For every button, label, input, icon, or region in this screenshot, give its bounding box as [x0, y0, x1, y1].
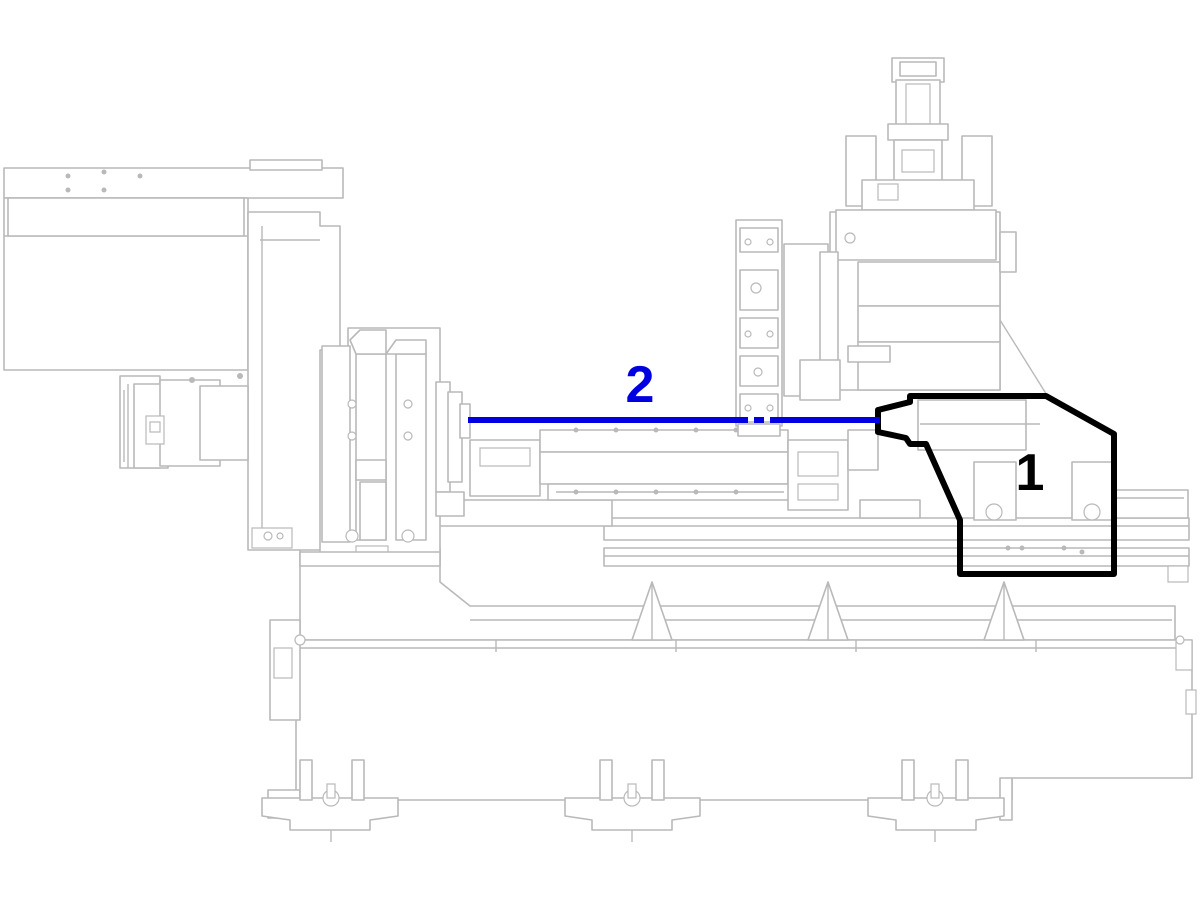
carriage	[435, 427, 921, 527]
machine-base	[267, 547, 1197, 821]
callout-2-label: 2	[626, 356, 655, 414]
tailstock	[875, 393, 1117, 577]
leveling-foot	[261, 759, 399, 842]
headstock	[3, 159, 471, 567]
tailstock-outline	[875, 393, 1117, 577]
leveling-foot	[564, 759, 701, 842]
chip-guides	[631, 581, 1025, 641]
guide-rails	[603, 489, 1190, 583]
callout-1-label: 1	[1016, 444, 1045, 502]
leveling-feet	[261, 759, 1005, 842]
turret-column	[735, 57, 1051, 437]
leveling-foot	[867, 759, 1005, 842]
